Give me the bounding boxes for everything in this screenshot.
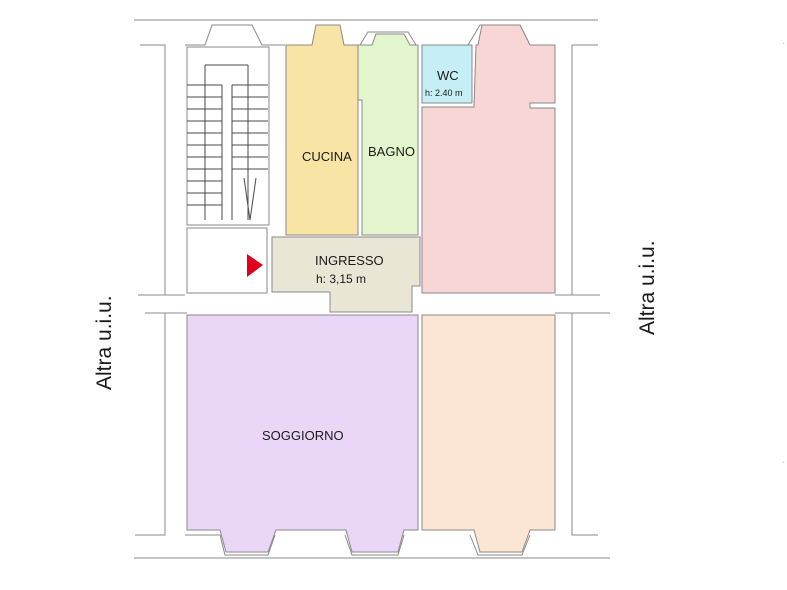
stairwell (186, 46, 270, 294)
room-ingresso (271, 236, 421, 313)
stair-steps (187, 64, 268, 220)
label-neighbor-left: Altra u.i.u. (93, 295, 116, 390)
room-wc (421, 44, 473, 104)
margin-mark-bottom: ' (783, 461, 785, 468)
label-soggiorno: SOGGIORNO (262, 428, 344, 443)
stair-direction-arrow (243, 177, 257, 221)
entrance-arrow-icon (247, 254, 263, 277)
room-soggiorno (186, 314, 419, 553)
room-camera-nord (421, 24, 556, 294)
margin-mark-top: ' (783, 42, 785, 49)
label-neighbor-right: Altra u.i.u. (636, 240, 659, 335)
room-cucina (285, 24, 359, 236)
label-ingresso: INGRESSO (315, 253, 384, 268)
room-bagno (357, 33, 419, 236)
stairwell-area (186, 46, 270, 226)
room-camera-sud (421, 314, 556, 553)
label-wc: WC (437, 68, 459, 83)
label-bagno: BAGNO (368, 144, 415, 159)
label-ingresso-height: h: 3,15 m (316, 272, 366, 286)
label-wc-height: h: 2.40 m (425, 88, 463, 98)
label-cucina: CUCINA (302, 149, 352, 164)
